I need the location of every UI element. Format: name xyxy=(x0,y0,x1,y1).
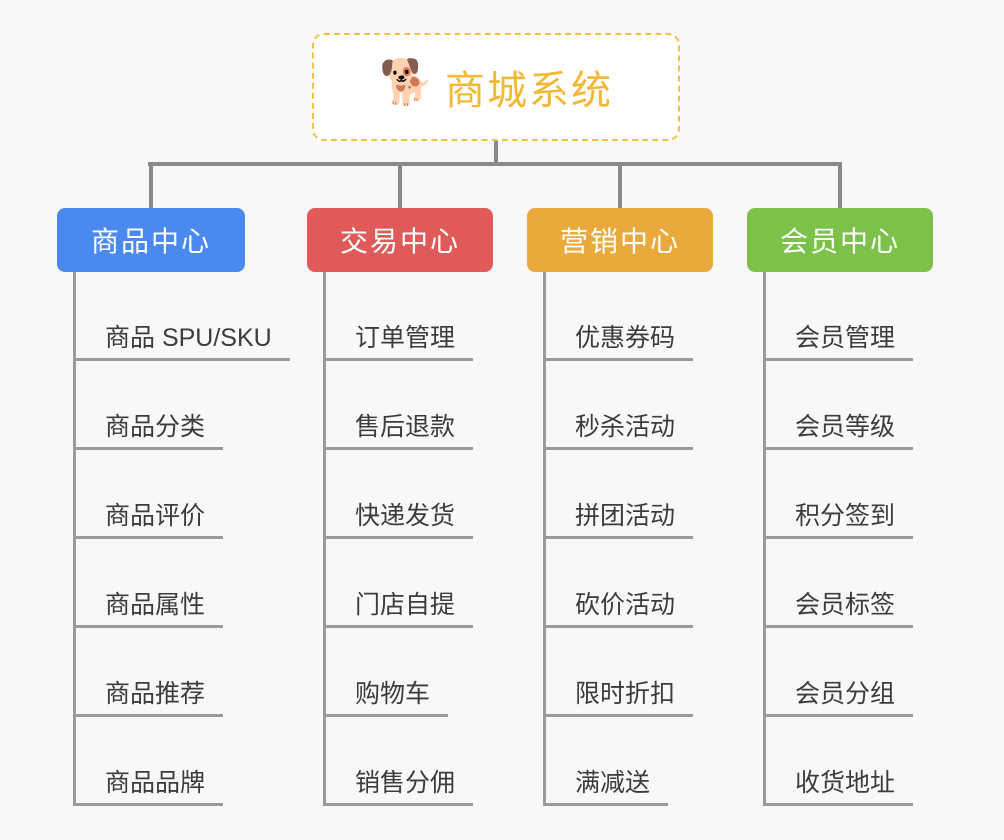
leaf-item[interactable]: 限时折扣 xyxy=(543,628,694,717)
category-box-product-center[interactable]: 商品中心 xyxy=(57,208,245,272)
leaf-item-label: 会员等级 xyxy=(795,412,896,441)
leaf-item-label: 满减送 xyxy=(575,768,651,797)
leaf-item[interactable]: 秒杀活动 xyxy=(543,361,694,450)
connector-drop-marketing-center xyxy=(618,162,622,208)
category-box-marketing-center[interactable]: 营销中心 xyxy=(527,208,713,272)
leaf-item-label: 会员管理 xyxy=(795,323,896,352)
leaf-item-label: 优惠券码 xyxy=(575,323,676,352)
shiba-dog-emoji: 🐕 xyxy=(379,58,434,107)
leaf-item[interactable]: 优惠券码 xyxy=(543,272,694,361)
leaf-item[interactable]: 会员分组 xyxy=(763,628,914,717)
leaf-item-label: 订单管理 xyxy=(355,323,456,352)
leaf-item[interactable]: 商品属性 xyxy=(73,539,224,628)
branch-spine xyxy=(763,272,766,806)
leaf-item-label: 商品 SPU/SKU xyxy=(105,323,272,352)
leaf-item-label: 商品品牌 xyxy=(105,768,206,797)
connector-bus xyxy=(148,162,838,166)
leaf-item[interactable]: 售后退款 xyxy=(323,361,474,450)
leaf-item-label: 拼团活动 xyxy=(575,501,676,530)
leaf-item[interactable]: 满减送 xyxy=(543,717,669,806)
connector-trunk xyxy=(494,141,498,166)
leaf-item[interactable]: 商品分类 xyxy=(73,361,224,450)
leaf-item[interactable]: 积分签到 xyxy=(763,450,914,539)
leaf-item-label: 限时折扣 xyxy=(575,679,676,708)
connector-drop-trade-center xyxy=(398,162,402,208)
leaf-item[interactable]: 收货地址 xyxy=(763,717,914,806)
connector-drop-member-center xyxy=(838,162,842,208)
leaf-item-label: 商品分类 xyxy=(105,412,206,441)
branch-spine xyxy=(323,272,326,806)
leaf-item[interactable]: 销售分佣 xyxy=(323,717,474,806)
root-node[interactable]: 🐕 商城系统 xyxy=(312,33,680,141)
leaf-item[interactable]: 砍价活动 xyxy=(543,539,694,628)
leaf-item[interactable]: 购物车 xyxy=(323,628,449,717)
category-label: 会员中心 xyxy=(779,226,900,257)
category-label: 交易中心 xyxy=(339,226,460,257)
leaf-item-label: 售后退款 xyxy=(355,412,456,441)
leaf-item-label: 会员标签 xyxy=(795,590,896,619)
leaf-item[interactable]: 商品评价 xyxy=(73,450,224,539)
leaf-item-label: 快递发货 xyxy=(355,501,456,530)
category-label: 营销中心 xyxy=(559,226,680,257)
leaf-item-label: 砍价活动 xyxy=(575,590,676,619)
leaf-item[interactable]: 商品推荐 xyxy=(73,628,224,717)
leaf-item[interactable]: 商品 SPU/SKU xyxy=(73,272,290,361)
leaf-item[interactable]: 拼团活动 xyxy=(543,450,694,539)
category-label: 商品中心 xyxy=(90,226,211,257)
leaf-item-label: 门店自提 xyxy=(355,590,456,619)
leaf-item-label: 商品推荐 xyxy=(105,679,206,708)
leaf-item[interactable]: 门店自提 xyxy=(323,539,474,628)
leaf-item-label: 收货地址 xyxy=(795,768,896,797)
leaf-item-label: 商品评价 xyxy=(105,501,206,530)
category-box-member-center[interactable]: 会员中心 xyxy=(747,208,933,272)
leaf-item-label: 商品属性 xyxy=(105,590,206,619)
leaf-item[interactable]: 会员标签 xyxy=(763,539,914,628)
leaf-item[interactable]: 会员等级 xyxy=(763,361,914,450)
leaf-item[interactable]: 订单管理 xyxy=(323,272,474,361)
connector-drop-product-center xyxy=(149,162,153,208)
leaf-item-label: 销售分佣 xyxy=(355,768,456,797)
leaf-item-label: 购物车 xyxy=(355,679,431,708)
leaf-item[interactable]: 会员管理 xyxy=(763,272,914,361)
branch-spine xyxy=(543,272,546,806)
leaf-item[interactable]: 商品品牌 xyxy=(73,717,224,806)
leaf-item[interactable]: 快递发货 xyxy=(323,450,474,539)
root-title: 商城系统 xyxy=(445,69,613,113)
category-box-trade-center[interactable]: 交易中心 xyxy=(307,208,493,272)
branch-spine xyxy=(73,272,76,806)
leaf-item-label: 积分签到 xyxy=(795,501,896,530)
leaf-item-label: 会员分组 xyxy=(795,679,896,708)
leaf-item-label: 秒杀活动 xyxy=(575,412,676,441)
